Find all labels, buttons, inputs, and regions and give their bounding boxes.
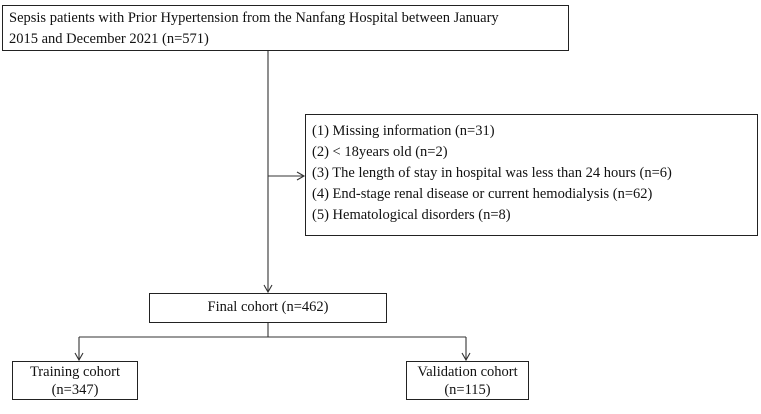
training-arrowhead	[74, 352, 84, 362]
exclusion-item: (3) The length of stay in hospital was l…	[312, 165, 672, 181]
training-cohort-label: Training cohort	[29, 364, 121, 380]
final-cohort-label: Final cohort (n=462)	[207, 299, 329, 315]
exclusion-item: (5) Hematological disorders (n=8)	[312, 207, 511, 223]
source-line-2: 2015 and December 2021 (n=571)	[9, 31, 209, 47]
final-arrowhead	[263, 284, 273, 294]
exclusion-item: (4) End-stage renal disease or current h…	[312, 186, 653, 202]
validation-cohort-box: Validation cohort (n=115)	[406, 361, 529, 400]
source-line-1: Sepsis patients with Prior Hypertension …	[9, 10, 499, 26]
validation-cohort-label: Validation cohort	[417, 364, 518, 380]
exclusion-criteria-box: (1) Missing information (n=31) (2) < 18y…	[305, 114, 758, 236]
exclusion-item: (1) Missing information (n=31)	[312, 123, 495, 139]
exclusion-arrowhead	[296, 171, 306, 181]
exclusion-item: (2) < 18years old (n=2)	[312, 144, 448, 160]
training-cohort-count: (n=347)	[51, 382, 99, 398]
training-cohort-box: Training cohort (n=347)	[12, 361, 138, 400]
validation-cohort-count: (n=115)	[444, 382, 491, 398]
validation-arrowhead	[461, 352, 471, 362]
source-population-box: Sepsis patients with Prior Hypertension …	[2, 5, 569, 51]
final-cohort-box: Final cohort (n=462)	[149, 293, 387, 323]
